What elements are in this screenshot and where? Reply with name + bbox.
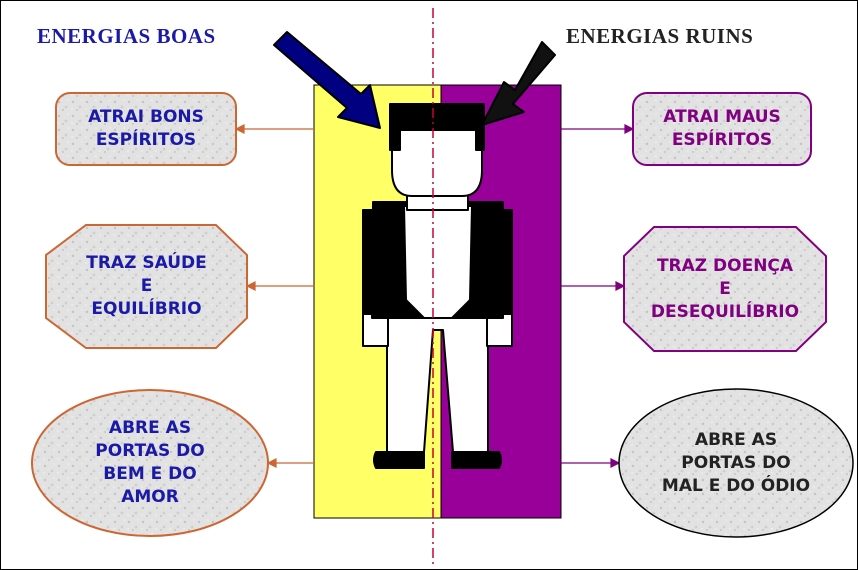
- left-box-3-text: ABRE AS PORTAS DO BEM E DO AMOR: [95, 418, 205, 507]
- left-box-2-text: TRAZ SAÚDE E EQUILÍBRIO: [86, 253, 207, 319]
- left-box-3-shape: [31, 389, 269, 537]
- right-box-3: ABRE AS PORTAS DO MAL E DO ÓDIO: [619, 389, 853, 537]
- right-box-2-shape: [623, 226, 827, 352]
- left-box-1-text: ATRAI BONS ESPÍRITOS: [88, 107, 204, 150]
- left-box-1: ATRAI BONS ESPÍRITOS: [56, 93, 236, 165]
- left-box-3: ABRE AS PORTAS DO BEM E DO AMOR: [32, 390, 268, 536]
- left-connectors: [234, 124, 314, 468]
- good-energy-arrow: [273, 31, 381, 129]
- right-box-3-text: ABRE AS PORTAS DO MAL E DO ÓDIO: [661, 429, 811, 496]
- right-box-1-text: ATRAI MAUS ESPÍRITOS: [663, 107, 781, 150]
- right-box-1: ATRAI MAUS ESPÍRITOS: [633, 93, 811, 165]
- left-box-2: TRAZ SAÚDE E EQUILÍBRIO: [46, 225, 247, 348]
- left-box-2-shape: [45, 224, 248, 349]
- right-box-2: TRAZ DOENÇA E DESEQUILÍBRIO: [624, 227, 826, 351]
- right-box-2-text: TRAZ DOENÇA E DESEQUILÍBRIO: [650, 255, 800, 322]
- right-box-3-shape: [618, 388, 854, 538]
- right-connectors: [561, 124, 635, 468]
- bad-energies-title: ENERGIAS RUINS: [566, 24, 754, 48]
- person-figure: [362, 103, 513, 469]
- good-energies-title: ENERGIAS BOAS: [37, 24, 216, 48]
- bad-energy-arrow: [481, 41, 556, 126]
- right-box-1-shape: [632, 92, 812, 166]
- left-box-1-shape: [55, 92, 237, 166]
